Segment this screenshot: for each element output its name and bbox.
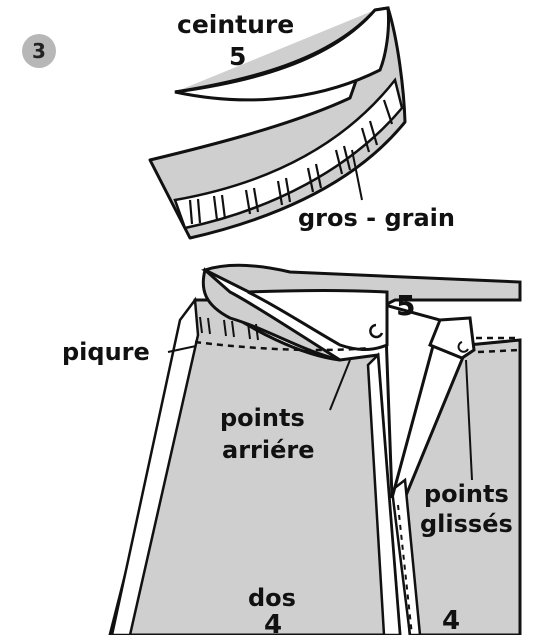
- label-points-glisses-1: points: [424, 480, 509, 508]
- waistband-drawing: [148, 6, 407, 240]
- label-ceinture-number: 5: [229, 42, 247, 71]
- label-gros-grain: gros - grain: [298, 204, 455, 232]
- label-piqure: piqure: [62, 338, 150, 366]
- label-points-arriere-2: arriére: [222, 436, 315, 464]
- label-top-number: 5: [396, 289, 416, 322]
- label-dos-number: 4: [264, 610, 283, 640]
- label-points-glisses-2: glissés: [420, 510, 513, 538]
- step-badge: 3: [22, 34, 56, 68]
- label-points-arriere-1: points: [220, 404, 305, 432]
- label-dos: dos: [248, 584, 296, 612]
- skirt-drawing: [108, 263, 522, 635]
- label-ceinture: ceinture: [177, 10, 295, 39]
- label-right-number: 4: [442, 606, 461, 636]
